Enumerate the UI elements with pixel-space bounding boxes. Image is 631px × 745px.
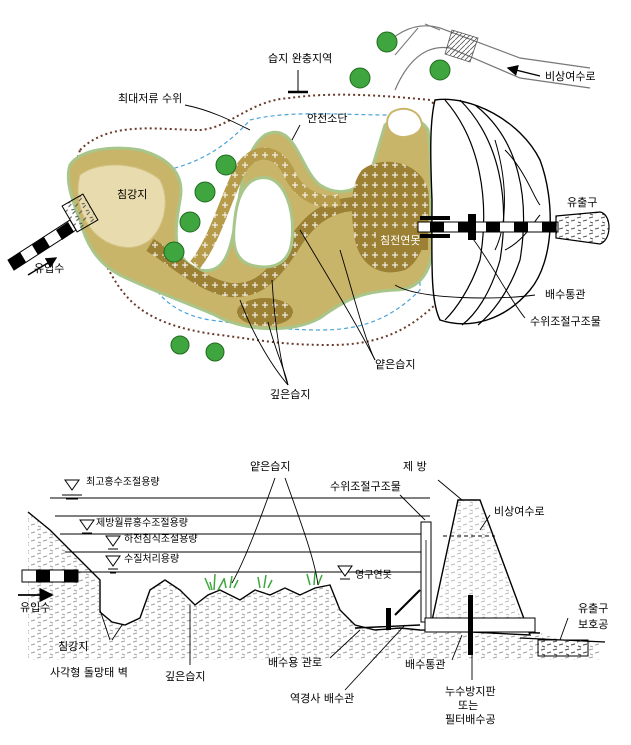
embankment <box>430 98 551 326</box>
label-drain-pipe: 배수통관 <box>545 288 585 301</box>
inflow-pipe <box>7 193 99 276</box>
barrel <box>424 617 536 633</box>
wetland-plants <box>204 571 323 591</box>
label-permanent-pond: 영구연못 <box>355 569 392 581</box>
label-gabion-wall: 사각형 돌망태 벽 <box>50 666 128 679</box>
label-emergency-spillway: 비상여수로 <box>545 70 596 83</box>
outlet-riprap <box>537 639 589 657</box>
plan-view: 습지 완충지역 최대저류 수위 안전소단 비상여수로 유출구 침강지 침전연못 … <box>7 23 610 401</box>
label-channel-erosion-storage: 하천침식조절용량 <box>124 532 198 545</box>
label-deep-wetland: 깊은습지 <box>270 388 310 401</box>
label-dam: 제 방 <box>403 460 427 473</box>
label-seepage-1: 누수방지판 <box>445 685 496 698</box>
label-shallow-wetland: 얕은습지 <box>375 358 415 371</box>
label-drain-conduit: 배수용 관로 <box>268 656 322 669</box>
section-view: 얕은습지 수위조절구조물 제 방 비상여수로 최고홍수조절용량 제방월류홍수조절… <box>18 460 608 726</box>
bushes <box>163 31 451 362</box>
label-outlet: 유출구 <box>567 196 597 209</box>
label-outlet-protection-1: 유출구 <box>578 602 608 615</box>
section-leaders <box>99 477 569 691</box>
label-emergency-spillway-section: 비상여수로 <box>494 505 545 518</box>
island-center <box>232 176 295 269</box>
label-shallow-wetland-section: 얕은습지 <box>250 460 290 473</box>
label-level-control-section: 수위조절구조물 <box>330 480 401 493</box>
anti-seep-collar <box>468 595 473 655</box>
label-deep-wetland-section: 깊은습지 <box>165 670 205 683</box>
safety-berm-line <box>139 113 421 331</box>
label-max-flood-storage: 최고홍수조절용량 <box>86 475 160 488</box>
label-sediment-basin-section: 침강지 <box>58 640 88 653</box>
label-max-water-level: 최대저류 수위 <box>118 92 182 105</box>
reverse-slope-pipe <box>394 589 421 616</box>
outlet-pipe <box>417 211 610 245</box>
label-sediment-basin: 침강지 <box>117 188 147 201</box>
label-outlet-protection-2: 보호공 <box>578 618 608 631</box>
label-water-quality-storage: 수질처리용량 <box>124 553 179 565</box>
drain-conduit <box>354 624 421 629</box>
label-reverse-drain: 역경사 배수관 <box>290 692 354 705</box>
plan-leaders <box>184 104 536 386</box>
label-safety-berm: 안전소단 <box>307 112 347 125</box>
label-inflow-section: 유입수 <box>20 601 50 614</box>
label-seepage-2: 또는 <box>458 699 478 712</box>
label-inflow-plan: 유입수 <box>34 262 64 275</box>
label-drain-pipe-section: 배수통관 <box>405 658 445 671</box>
label-settling-pond: 침전연못 <box>380 234 420 247</box>
label-seepage-3: 필터배수공 <box>445 713 496 726</box>
label-flow-control-storage: 제방월류홍수조절용량 <box>96 516 188 529</box>
level-markers <box>64 479 353 577</box>
label-level-control: 수위조절구조물 <box>530 315 601 328</box>
label-wetland-buffer: 습지 완충지역 <box>268 52 332 65</box>
island-small <box>386 107 424 138</box>
water-levels <box>50 497 430 573</box>
